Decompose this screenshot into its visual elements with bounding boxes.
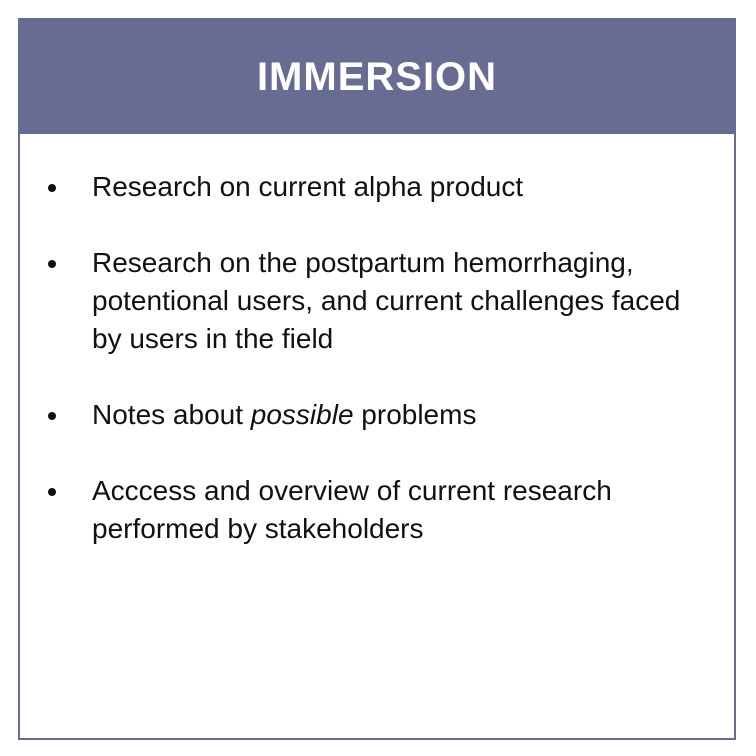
- bullet-icon: [48, 412, 56, 420]
- list-item-text-pre: Notes about: [92, 399, 251, 430]
- list-item-text-post: problems: [353, 399, 477, 430]
- bullet-icon: [48, 184, 56, 192]
- list-item: Notes about possible problems: [20, 396, 734, 434]
- list-item-text: Research on current alpha product: [92, 171, 524, 202]
- immersion-card: IMMERSION Research on current alpha prod…: [18, 18, 736, 740]
- list-item-text: Research on the postpartum hemorrhaging,…: [92, 247, 681, 354]
- card-header: IMMERSION: [20, 20, 734, 134]
- bullet-icon: [48, 488, 56, 496]
- list-item: Research on current alpha product: [20, 168, 734, 206]
- list-item-text: Acccess and overview of current research…: [92, 475, 612, 544]
- list-item-emphasis: possible: [250, 399, 354, 430]
- bullet-list: Research on current alpha product Resear…: [20, 168, 734, 586]
- card-title: IMMERSION: [256, 54, 498, 99]
- list-item: Acccess and overview of current research…: [20, 472, 734, 548]
- list-item: Research on the postpartum hemorrhaging,…: [20, 244, 734, 358]
- bullet-icon: [48, 260, 56, 268]
